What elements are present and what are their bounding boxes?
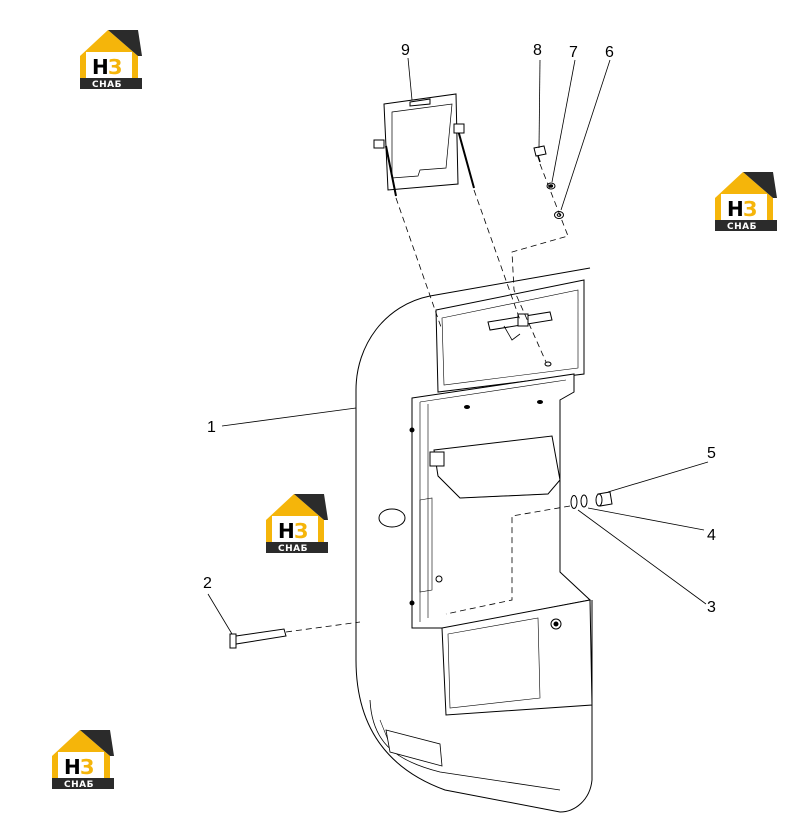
logo-letter-h: Н: [727, 197, 744, 221]
logo-sub: СНАБ: [92, 80, 122, 90]
callout-6: 6: [605, 44, 614, 61]
logo-sub: СНАБ: [278, 544, 308, 554]
logo-letter-h: Н: [278, 519, 295, 543]
assembly-lines: [285, 163, 571, 633]
logo-sub: СНАБ: [727, 222, 757, 232]
housing-cover: [355, 267, 593, 813]
watermark-logo: Н З СНАБ: [266, 494, 328, 554]
pin-part-2: [229, 628, 287, 649]
watermark-logo: Н З СНАБ: [715, 172, 777, 232]
leader-lines: [207, 57, 709, 635]
watermark-logo: Н З СНАБ: [80, 30, 142, 90]
logo-letter-3: З: [80, 755, 94, 779]
callout-4: 4: [707, 527, 716, 544]
bracket-plate: [373, 93, 475, 197]
logo-letter-h: Н: [64, 755, 81, 779]
callout-5: 5: [707, 445, 716, 462]
watermark-logo: Н З СНАБ: [52, 730, 114, 790]
logo-letter-3: З: [743, 197, 757, 221]
logo-letter-h: Н: [92, 55, 109, 79]
bolt-part-8: [533, 145, 547, 163]
washer-part-4: [580, 494, 588, 508]
callout-8: 8: [533, 42, 542, 59]
callouts: 1 2 3 4 5 6 7 8 9: [203, 42, 716, 616]
callout-2: 2: [203, 575, 212, 592]
logo-letter-3: З: [294, 519, 308, 543]
callout-1: 1: [207, 419, 216, 436]
callout-9: 9: [401, 42, 410, 59]
washer-part-3: [570, 495, 578, 509]
nut-part-5: [595, 491, 613, 507]
logo-sub: СНАБ: [64, 780, 94, 790]
callout-3: 3: [707, 599, 716, 616]
logo-letter-3: З: [108, 55, 122, 79]
callout-7: 7: [569, 44, 578, 61]
